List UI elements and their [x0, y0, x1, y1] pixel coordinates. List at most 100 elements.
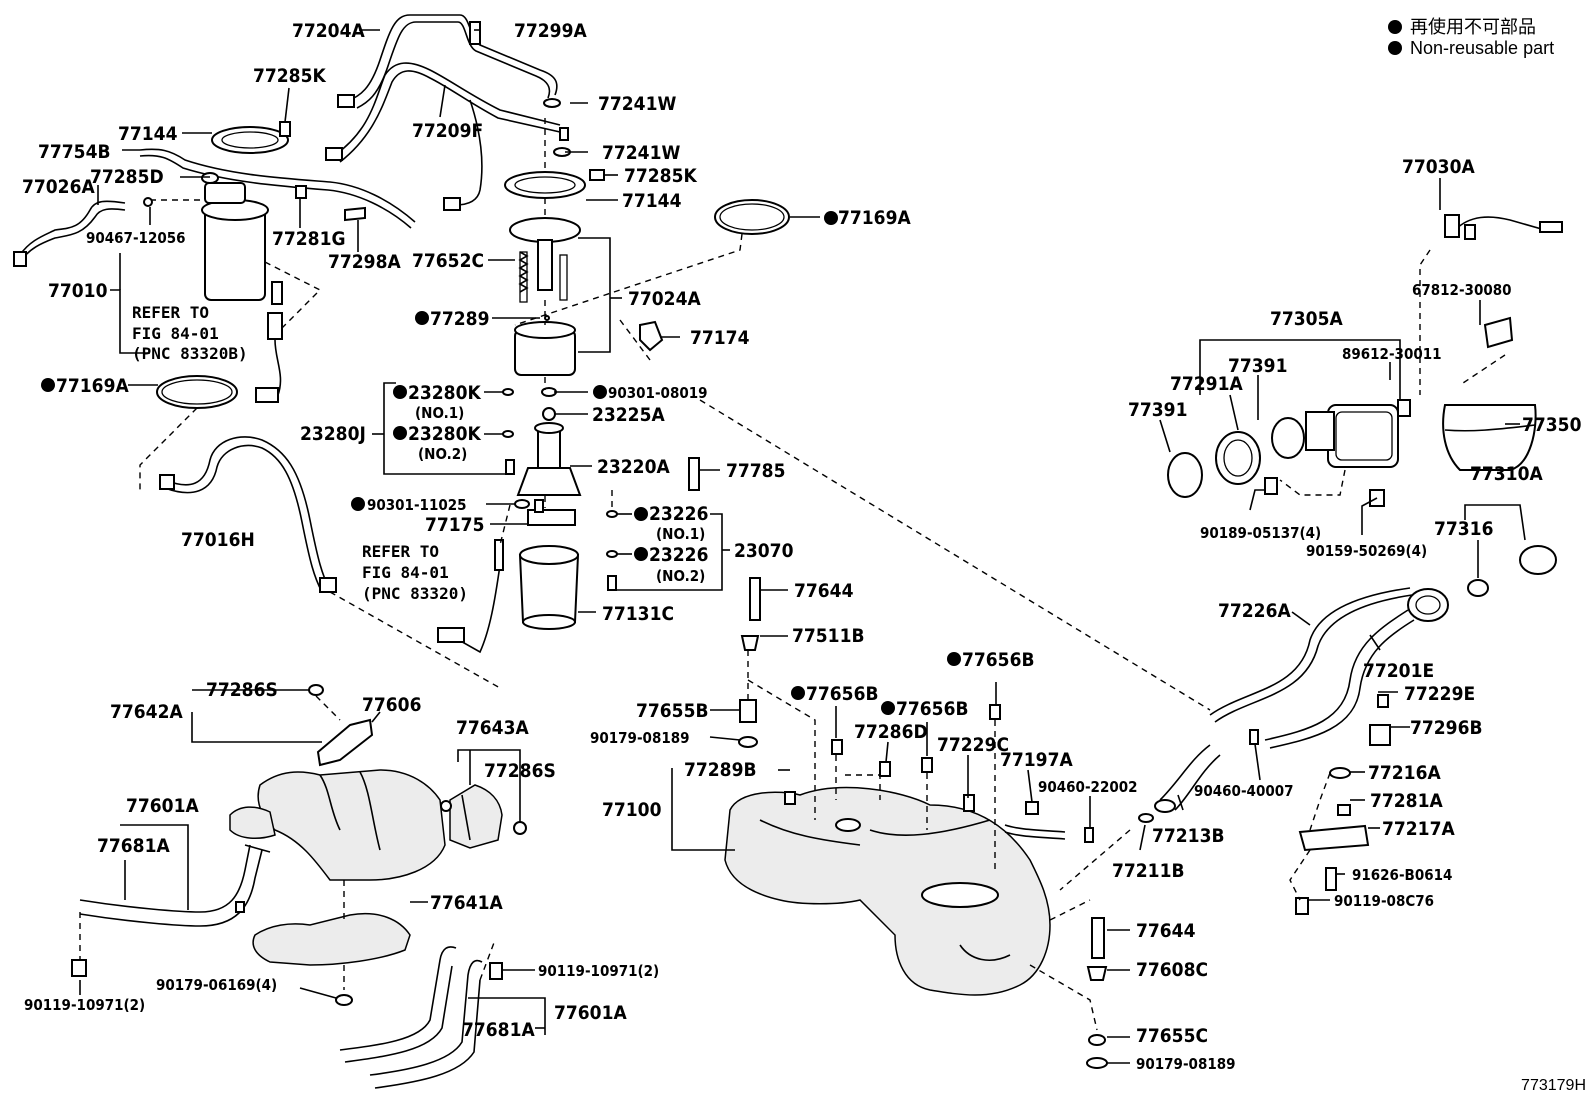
- label-77030a: 77030A: [1402, 156, 1475, 178]
- label-77296b: 77296B: [1410, 717, 1483, 739]
- label-90189-05137: 90189-05137(4): [1200, 524, 1321, 542]
- label-77601a-a: 77601A: [126, 795, 199, 817]
- label-77316: 77316: [1434, 518, 1493, 540]
- spring-77652c: [518, 251, 529, 293]
- gasket-77169a-left: [156, 375, 238, 409]
- fuel-pump-module-77024a: [509, 217, 611, 376]
- wire-harness-77204a: [337, 14, 558, 109]
- label-77350: 77350: [1522, 414, 1582, 436]
- label-90119-10971-a: 90119-10971(2): [24, 996, 145, 1014]
- label-77652c: 77652C: [412, 250, 484, 272]
- label-77642a: 77642A: [110, 701, 183, 723]
- label-77100: 77100: [602, 799, 662, 821]
- label-77211b: 77211B: [1112, 860, 1185, 882]
- label-23225a: 23225A: [592, 404, 665, 426]
- label-90179-08189-a: 90179-08189: [590, 729, 690, 747]
- non-reusable-bullet-icon: [1388, 20, 1402, 34]
- label-90159-50269: 90159-50269(4): [1306, 542, 1427, 560]
- protector-77641a: [252, 880, 411, 1006]
- label-77281g: 77281G: [272, 228, 346, 250]
- label-77608c: 77608C: [1136, 959, 1208, 981]
- filter-77131c: [437, 539, 580, 654]
- label-90179-06169: 90179-06169(4): [156, 976, 277, 994]
- label-77291a: 77291A: [1170, 373, 1243, 395]
- label-77310a: 77310A: [1470, 463, 1543, 485]
- figure-id: 773179H: [1521, 1077, 1586, 1094]
- label-90179-08189-b: 90179-08189: [1136, 1055, 1236, 1073]
- label-77656b-b: 77656B: [806, 683, 879, 705]
- pump-guide-lines: [499, 118, 1211, 711]
- leader-lines: [79, 29, 1526, 1064]
- label-77209f: 77209F: [412, 120, 483, 142]
- label-77024a: 77024A: [628, 288, 701, 310]
- refer-note-2-line3: (PNC 83320): [362, 584, 468, 603]
- fuel-tank-77100: [724, 786, 1051, 996]
- label-90119-08c76: 90119-08C76: [1334, 892, 1434, 910]
- label-77681a-a: 77681A: [97, 835, 170, 857]
- label-77144-b: 77144: [622, 190, 682, 212]
- straps-77681a-left: [71, 844, 271, 977]
- label-77289b: 77289B: [684, 759, 757, 781]
- label-77289: 77289: [430, 308, 489, 330]
- label-77641a: 77641A: [430, 892, 503, 914]
- label-23226-2: 23226: [649, 544, 708, 566]
- label-77213b: 77213B: [1152, 825, 1225, 847]
- fuel-lid-assembly: [1167, 214, 1563, 597]
- label-67812-30080: 67812-30080: [1412, 281, 1512, 299]
- legend-en-text: Non-reusable part: [1410, 38, 1555, 58]
- legend-en: Non-reusable part: [1388, 38, 1554, 59]
- connectors-77241w: [543, 98, 605, 181]
- non-reusable-markers: [41, 211, 961, 715]
- label-23280j: 23280J: [300, 423, 366, 445]
- label-77285k-b: 77285K: [624, 165, 697, 187]
- label-no1-b: (NO.1): [656, 525, 705, 543]
- filler-pipe-77201e: [1209, 587, 1449, 749]
- label-77601a-b: 77601A: [554, 1002, 627, 1024]
- fuel-hose-77016h: [139, 407, 501, 689]
- refer-note-2-line1: REFER TO: [362, 542, 439, 561]
- label-77241w-b: 77241W: [602, 142, 680, 164]
- refer-note-1: REFER TO FIG 84-01 (PNC 83320B): [132, 303, 248, 363]
- label-90467-12056: 90467-12056: [86, 229, 186, 247]
- label-77305a: 77305A: [1270, 308, 1343, 330]
- label-90460-40007: 90460-40007: [1194, 782, 1294, 800]
- label-89612-30011: 89612-30011: [1342, 345, 1442, 363]
- label-90119-10971-b: 90119-10971(2): [538, 962, 659, 980]
- small-parts-center: [502, 315, 700, 591]
- label-77298a: 77298A: [328, 251, 401, 273]
- label-77655b: 77655B: [636, 700, 709, 722]
- label-77643a: 77643A: [456, 717, 529, 739]
- tank-guide-lines: [747, 650, 1098, 1031]
- fuel-pump-23220a: [516, 422, 582, 496]
- refer-note-2-line2: FIG 84-01: [362, 563, 449, 582]
- label-77606: 77606: [362, 694, 421, 716]
- label-77016h: 77016H: [181, 529, 255, 551]
- label-90301-11025: 90301-11025: [367, 496, 467, 514]
- label-77026a: 77026A: [22, 176, 95, 198]
- ring-77144-left: [211, 121, 291, 154]
- label-77511b: 77511B: [792, 625, 865, 647]
- gasket-77169a-right: [514, 199, 790, 326]
- label-23220a: 23220A: [597, 456, 670, 478]
- label-90301-08019: 90301-08019: [608, 384, 708, 402]
- label-77655c: 77655C: [1136, 1025, 1208, 1047]
- tank-small-parts: [738, 577, 1108, 1069]
- label-23226-1: 23226: [649, 503, 708, 525]
- hose-77213b: [1059, 729, 1259, 891]
- label-no2-a: (NO.2): [418, 445, 467, 463]
- label-77197a: 77197A: [1000, 749, 1073, 771]
- label-77229c: 77229C: [937, 734, 1009, 756]
- sub-tank-77010: [13, 148, 416, 403]
- refer-note-1-line2: FIG 84-01: [132, 324, 219, 343]
- label-77169a-b: 77169A: [56, 375, 129, 397]
- label-no1-a: (NO.1): [415, 404, 464, 422]
- label-77656b-c: 77656B: [896, 698, 969, 720]
- label-77391-b: 77391: [1128, 399, 1187, 421]
- part-labels: 77204A 77299A 77285K 77241W 77144 77209F…: [22, 20, 1582, 1073]
- label-23070: 23070: [734, 540, 794, 562]
- label-77281a: 77281A: [1370, 790, 1443, 812]
- label-77286s-b: 77286S: [484, 760, 556, 782]
- refer-note-2: REFER TO FIG 84-01 (PNC 83320): [362, 542, 468, 603]
- filler-small-parts: [1289, 694, 1391, 915]
